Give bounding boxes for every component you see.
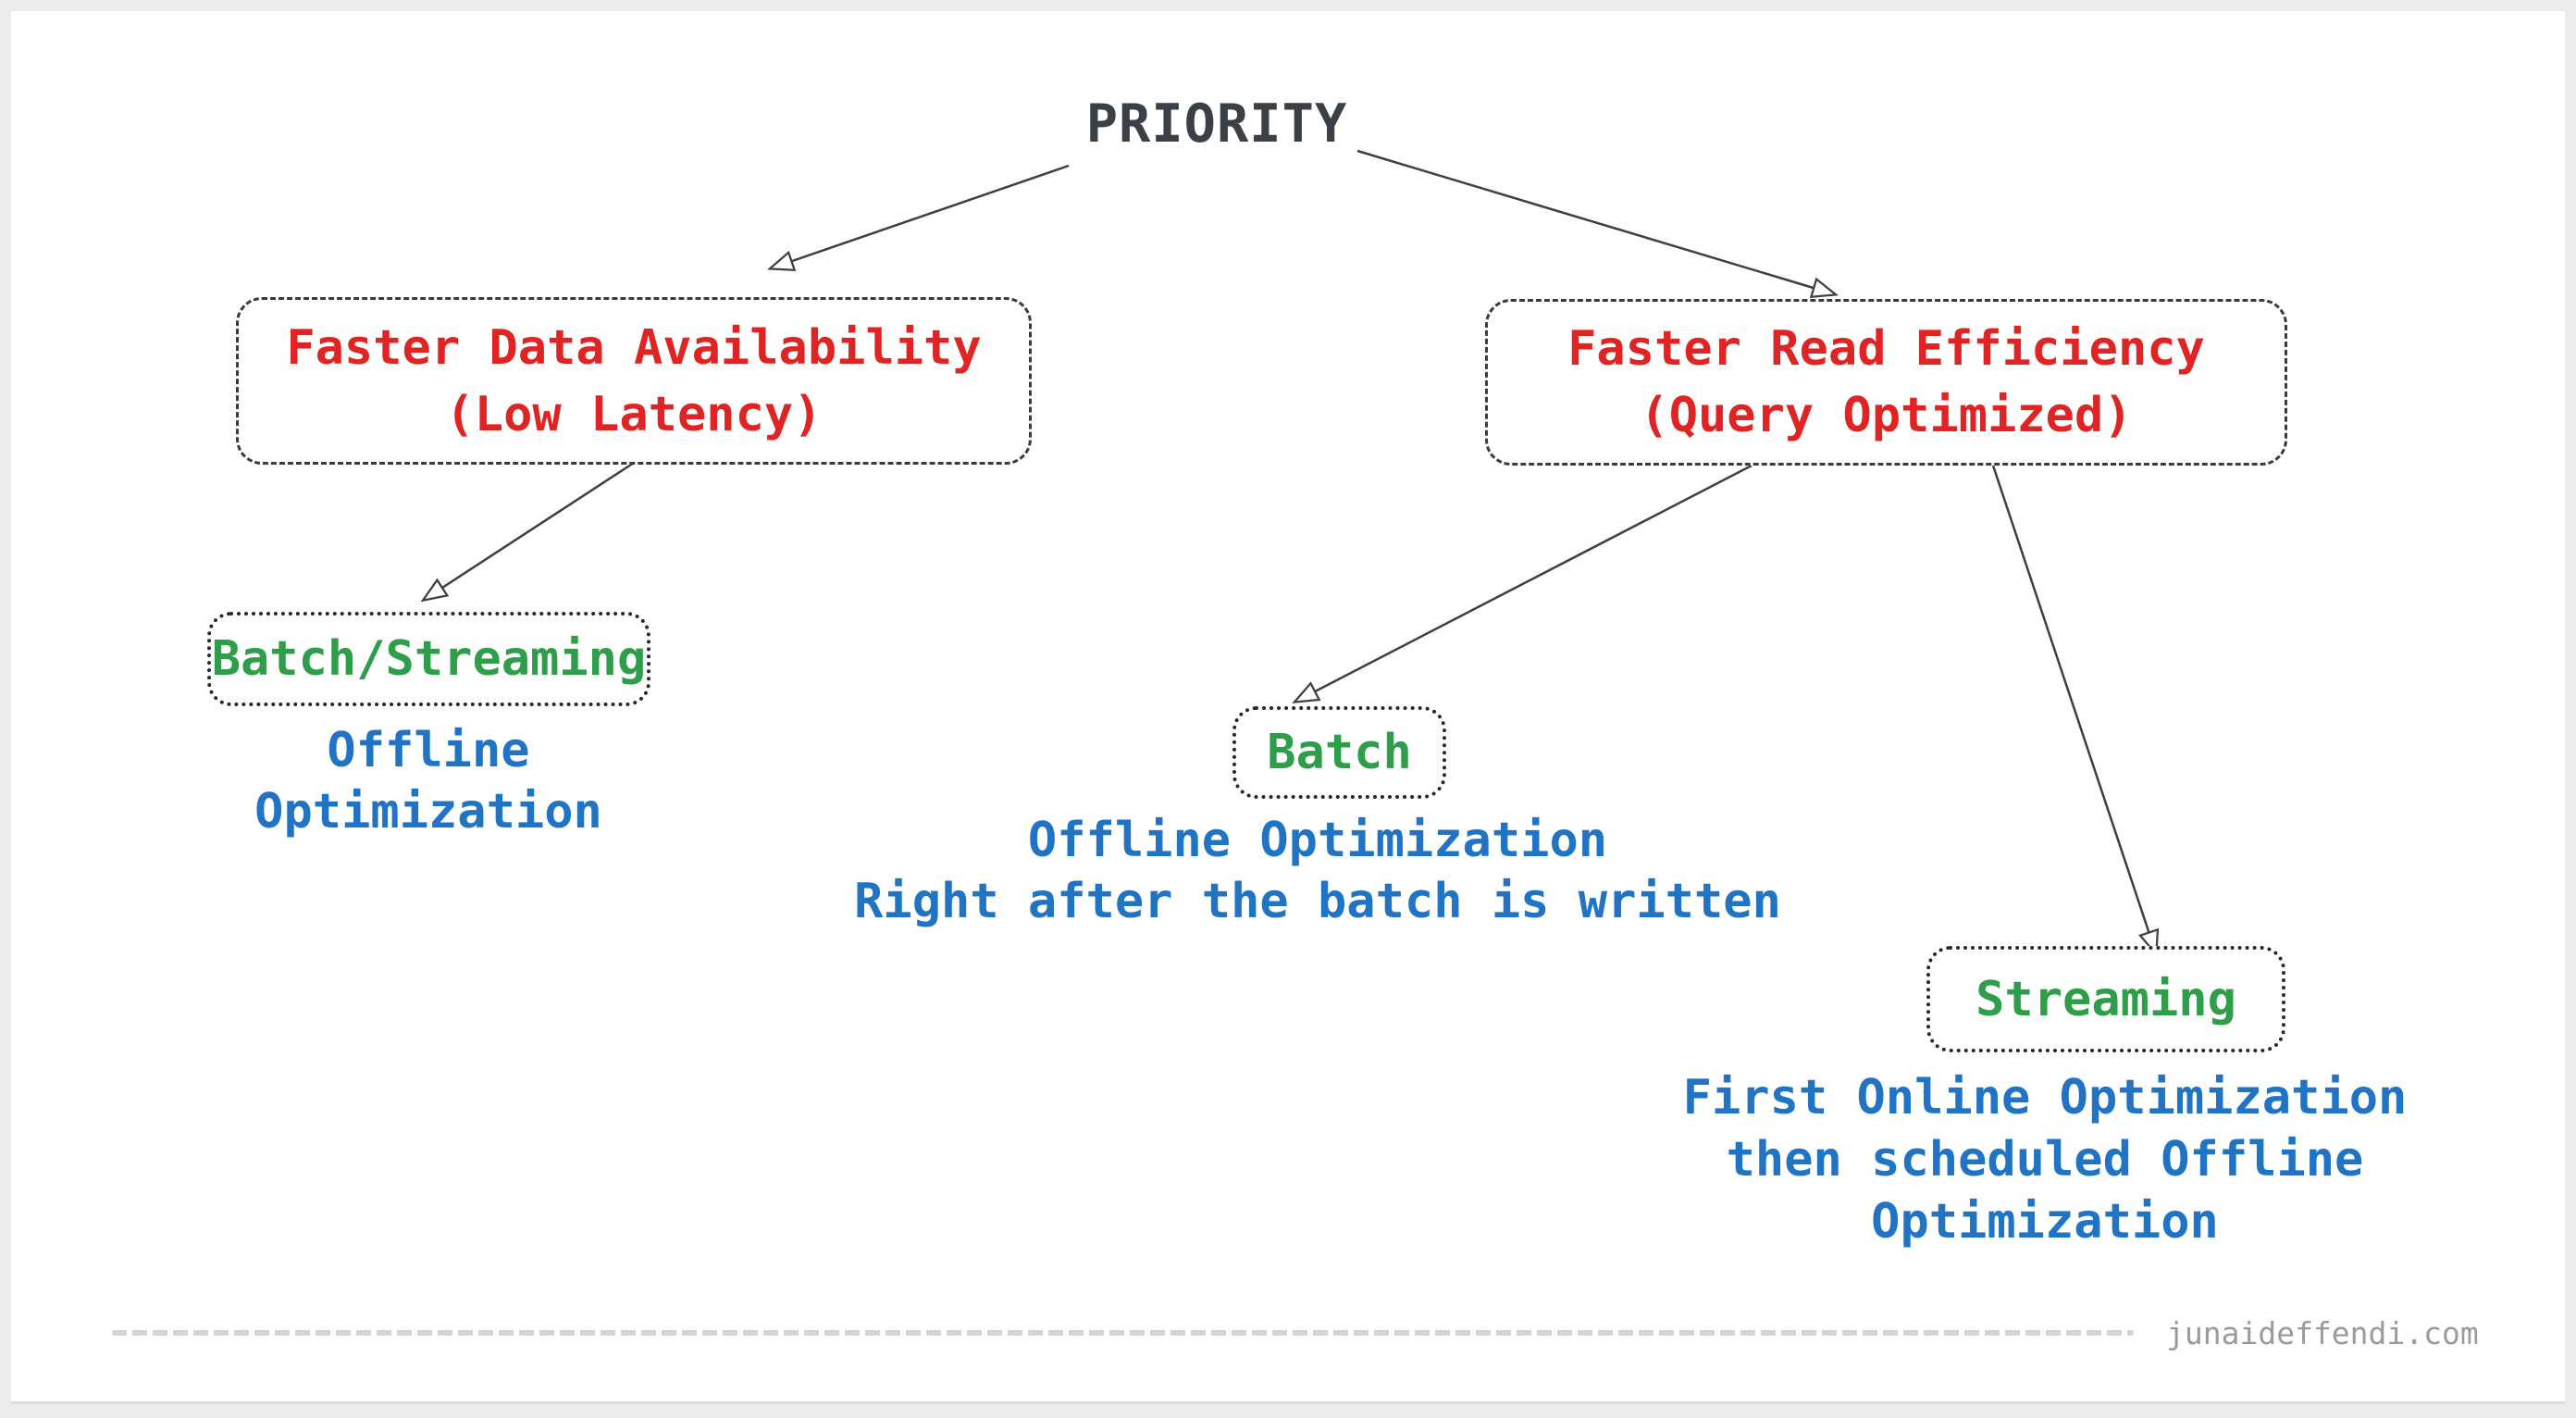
note-line: Optimization (254, 784, 602, 840)
note-line: Optimization (1871, 1194, 2219, 1250)
footer-divider-dashed-line (112, 1330, 2134, 1336)
node-label-line: Faster Data Availability (286, 319, 982, 376)
footer-watermark: junaideffendi.com (2166, 1315, 2479, 1351)
note-offline-optimization-left: Offline Optimization (254, 720, 602, 842)
node-batch-streaming: Batch/Streaming (207, 612, 650, 706)
node-label: Batch/Streaming (211, 631, 647, 687)
node-faster-data-availability: Faster Data Availability (Low Latency) (236, 297, 1032, 465)
node-streaming: Streaming (1926, 946, 2285, 1052)
note-offline-optimization-batch: Offline Optimization Right after the bat… (854, 810, 1781, 932)
note-line: Right after the batch is written (854, 874, 1781, 929)
note-line: Offline Optimization (1027, 813, 1608, 868)
node-label-line: (Query Optimized) (1640, 388, 2133, 443)
note-online-optimization-streaming: First Online Optimization then scheduled… (1683, 1067, 2408, 1253)
diagram-title: PRIORITY (1085, 93, 1348, 155)
note-line: Offline (327, 723, 530, 778)
node-label-line: (Low Latency) (445, 386, 823, 442)
node-label-line: Faster Read Efficiency (1567, 321, 2205, 377)
node-label: Streaming (1975, 971, 2236, 1027)
node-faster-read-efficiency: Faster Read Efficiency (Query Optimized) (1485, 299, 2287, 466)
note-line: then scheduled Offline (1726, 1132, 2364, 1188)
node-label: Batch (1267, 725, 1412, 780)
note-line: First Online Optimization (1682, 1070, 2408, 1126)
node-batch: Batch (1232, 706, 1446, 799)
